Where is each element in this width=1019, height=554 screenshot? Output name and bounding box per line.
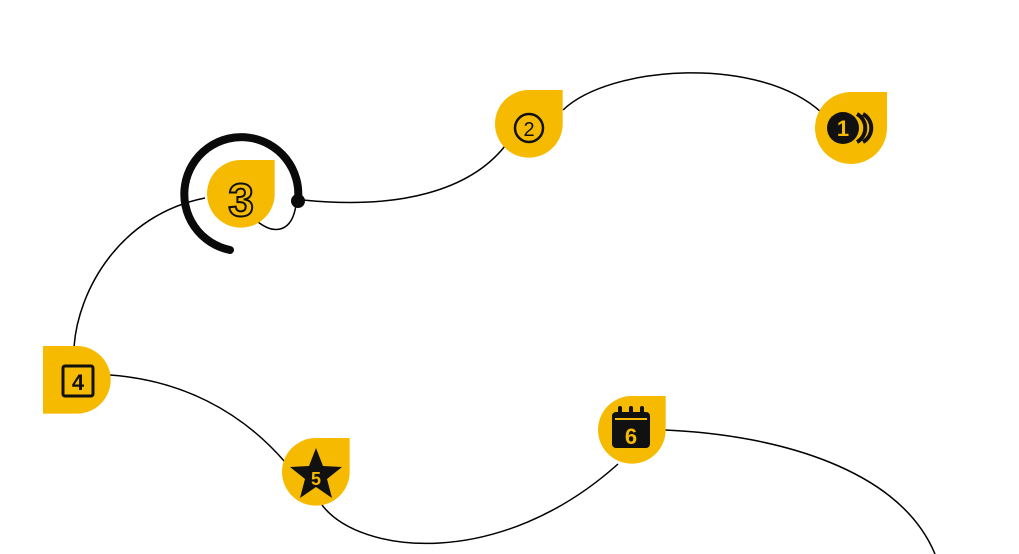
path-segment-6-end <box>664 429 936 554</box>
step-6-marker[interactable]: 6 <box>598 396 666 464</box>
path-segment-1-2 <box>562 72 823 114</box>
step-6-label: 6 <box>625 424 637 449</box>
step-5-label: 5 <box>311 469 321 489</box>
step-4-label: 4 <box>72 370 85 395</box>
step-1-label: 1 <box>837 116 849 141</box>
path-segment-5-6 <box>321 463 619 545</box>
number-four-square-icon: 4 <box>61 364 95 398</box>
path-segment-4-5 <box>109 374 286 463</box>
step-1-marker[interactable]: 1 <box>815 92 887 164</box>
number-two-circle-icon: 2 <box>513 112 545 144</box>
step-2-label: 2 <box>523 119 534 141</box>
step-3-label: 3 <box>228 174 254 226</box>
step-4-marker[interactable]: 4 <box>43 346 111 414</box>
path-segment-3-4 <box>73 197 206 348</box>
path-lines <box>73 72 936 554</box>
step-5-marker[interactable]: 5 <box>282 438 350 506</box>
highlight-ring <box>180 133 305 254</box>
step-2-marker[interactable]: 2 <box>495 90 563 158</box>
number-six-calendar-icon: 6 <box>612 406 650 449</box>
number-three-sketch-icon: 3 <box>227 173 255 227</box>
number-five-star-icon: 5 <box>290 448 342 498</box>
highlight-tail <box>257 204 297 231</box>
step-3-marker[interactable]: 3 <box>207 160 275 228</box>
number-one-coins-icon: 1 <box>827 112 874 144</box>
path-segment-2-3 <box>302 145 506 204</box>
